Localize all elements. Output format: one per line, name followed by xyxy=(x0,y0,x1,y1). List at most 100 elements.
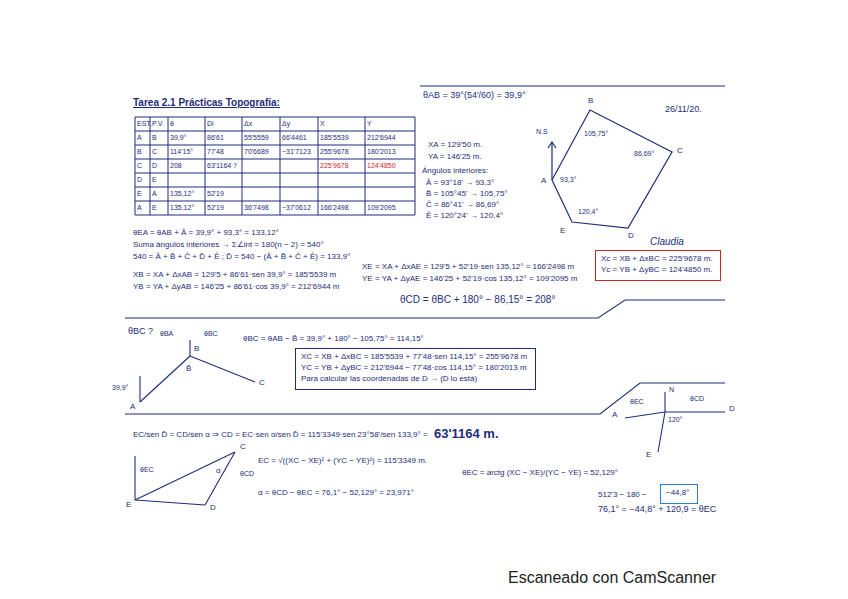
table-cell: 52'19 xyxy=(207,204,224,212)
table-cell: X xyxy=(320,120,325,128)
table-cell: 135,12° xyxy=(170,190,194,198)
table-cell: EST. xyxy=(137,120,152,128)
handwritten-note: E xyxy=(560,226,565,236)
result-text: Para calcular las coordenadas de D → (D … xyxy=(301,374,530,385)
table-cell: 135,12° xyxy=(170,204,194,212)
handwritten-note: E xyxy=(646,450,651,460)
table-cell: 212'6944 xyxy=(367,134,396,142)
result-text: Yc = YB + ΔyBC = 124'4850 m. xyxy=(601,265,715,276)
handwritten-note: θBC = θAB − B̂ = 39,9° + 180° − 105,75° … xyxy=(243,334,424,344)
handwritten-note: θEC xyxy=(630,398,644,406)
handwritten-note: E xyxy=(126,500,131,510)
table-cell: 55'5559 xyxy=(244,134,269,142)
handwritten-note: D xyxy=(729,404,735,414)
handwritten-note: Ángulos interiores: xyxy=(422,166,488,176)
handwritten-note: XA = 129'50 m. xyxy=(428,140,482,150)
table-cell: 66'4461 xyxy=(282,134,307,142)
handwritten-note: EC = √((XC − XE)² + (YC − YE)²) = 115'33… xyxy=(258,456,427,466)
triangle-sketch xyxy=(135,452,235,505)
handwritten-note: θEA = θAB + Â = 39,9° + 93,3° = 133,12° xyxy=(133,228,279,238)
boxed-result: Xc = XB + ΔxBC = 225'9678 m.Yc = YB + Δy… xyxy=(595,250,721,281)
handwritten-note: B̂ = 105°45' → 105,75° xyxy=(426,189,508,199)
table-cell: 166'2498 xyxy=(320,204,349,212)
result-text: XC = XB + ΔxBC = 185'5539 + 77'48·sen 11… xyxy=(301,352,530,363)
handwritten-note: 76,1° = −44,8° + 120,9 = θEC xyxy=(598,504,716,515)
table-cell: E xyxy=(137,190,142,198)
handwritten-note: 26/11/20. xyxy=(665,104,702,115)
handwritten-note: YA = 146'25 m. xyxy=(428,152,482,162)
handwritten-note: YB = YA + ΔyAB = 146'25 + 86'61·cos 39,9… xyxy=(133,282,340,292)
table-cell: E xyxy=(152,204,157,212)
handwritten-note: θBC ? xyxy=(128,326,153,337)
handwritten-note: 120° xyxy=(668,416,682,424)
table-cell: 39,9° xyxy=(170,134,186,142)
table-cell: C xyxy=(152,148,157,156)
handwritten-note: 39,9° xyxy=(112,384,128,392)
handwritten-note: θCD = θBC + 180° − 86,15° = 208° xyxy=(400,294,555,306)
handwritten-note: C xyxy=(677,146,683,156)
table-cell: θ xyxy=(170,120,174,128)
handwritten-note: 86,69° xyxy=(634,150,654,158)
handwritten-note: 105,75° xyxy=(584,130,608,138)
handwritten-note: N xyxy=(669,386,674,394)
table-cell: −37'0612 xyxy=(282,204,311,212)
handwritten-note: A xyxy=(130,402,135,412)
handwritten-note: α = θCD − θEC = 76,1° − 52,129° = 23,971… xyxy=(258,488,414,498)
table-cell: 52'19 xyxy=(207,190,224,198)
handwritten-note: B xyxy=(194,344,199,354)
table-cell: 70'6689 xyxy=(244,148,269,156)
handwritten-note: XB = XA + ΔxAB = 129'5 + 86'61·sen 39,9°… xyxy=(133,270,336,280)
table-cell: 77'48 xyxy=(207,148,224,156)
handwritten-note: EC/sen D̂ = CD/sen α ⇒ CD = EC·sen α/sen… xyxy=(133,430,428,440)
handwritten-note: Suma ángulos interiores → Σ∠int = 180(n … xyxy=(133,240,324,250)
table-cell: C xyxy=(137,162,142,170)
table-cell: Δy xyxy=(282,120,290,128)
table-cell: A xyxy=(152,190,157,198)
azimuth-sketch-e xyxy=(625,392,725,452)
handwritten-note: XE = XA + ΔxAE = 129'5 + 52'19·sen 135,1… xyxy=(362,262,574,272)
table-cell: D xyxy=(137,176,142,184)
table-cell: 63'1164 ? xyxy=(207,162,237,170)
handwritten-note: θBC xyxy=(204,330,218,338)
handwritten-note: 93,3° xyxy=(560,176,576,184)
handwritten-note: Claudia xyxy=(650,236,684,248)
handwritten-note: θCD xyxy=(240,470,254,478)
handwritten-note: 63'1164 m. xyxy=(434,426,499,442)
handwritten-note: N.S xyxy=(536,128,548,136)
result-text: −44,8° xyxy=(666,488,692,499)
separator-lines xyxy=(125,86,725,414)
table-cell: 180'2013 xyxy=(367,148,396,156)
table-cell: 185'5539 xyxy=(320,134,349,142)
handwritten-note: D xyxy=(628,231,634,241)
table-cell: 109'2095 xyxy=(367,204,396,212)
table-cell: 225'9678 xyxy=(320,162,349,170)
handwritten-note: C xyxy=(240,442,246,452)
handwritten-note: D xyxy=(210,503,216,513)
handwritten-note: B xyxy=(588,96,593,106)
handwritten-note: Ê = 120°24' → 120,4° xyxy=(426,211,503,221)
table-cell: A xyxy=(137,204,142,212)
table-cell: 255'9678 xyxy=(320,148,349,156)
handwritten-note: θEC xyxy=(140,466,154,474)
table-cell: −31'7123 xyxy=(282,148,311,156)
handwritten-note: θEC = arctg (XC − XE)/(YC − YE) = 52,129… xyxy=(462,468,618,478)
table-cell: 114'15° xyxy=(170,148,193,156)
handwritten-note: Â = 93°18' → 93,3° xyxy=(426,178,494,188)
table-cell: 36'7498 xyxy=(244,204,269,212)
handwritten-note: θCD xyxy=(690,395,704,403)
table-cell: B xyxy=(152,134,157,142)
table-cell: 86'61 xyxy=(207,134,224,142)
page-title: Tarea 2.1 Prácticas Topografía: xyxy=(133,97,280,109)
azimuth-sketch-b xyxy=(140,340,255,402)
result-text: Xc = XB + ΔxBC = 225'9678 m. xyxy=(601,254,715,265)
polygon-sketch xyxy=(548,110,672,228)
table-grid xyxy=(135,117,415,215)
table-cell: A xyxy=(137,134,142,142)
handwritten-note: α xyxy=(216,466,221,476)
handwritten-note: 120,4° xyxy=(578,208,598,216)
table-cell: Y xyxy=(367,120,372,128)
handwritten-note: YE = YA + ΔyAE = 146'25 + 52'19·cos 135,… xyxy=(362,274,577,284)
handwritten-note: B̂ xyxy=(186,364,191,374)
table-cell: Di xyxy=(207,120,214,128)
handwritten-note: A xyxy=(612,410,617,420)
